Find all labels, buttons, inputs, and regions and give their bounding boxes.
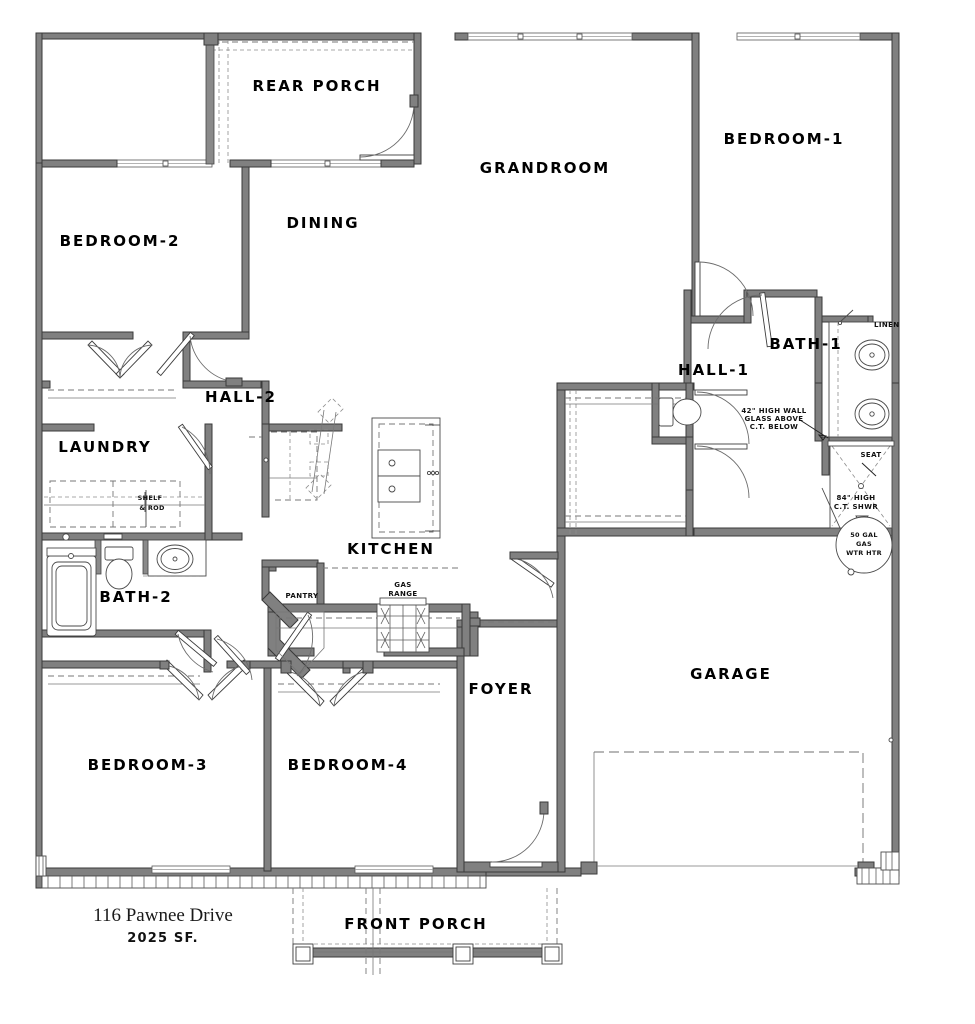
bath2-linen-markers <box>62 533 123 541</box>
title-block: 116 Pawnee Drive 2025 SF. <box>93 905 233 946</box>
fixture-tub-bath2 <box>46 547 97 637</box>
door-bedroom2 <box>156 331 243 387</box>
kitchen-island <box>371 417 441 539</box>
room-label-foyer: FOYER <box>468 680 533 698</box>
door-bath2 <box>174 629 218 673</box>
room-label-laundry: LAUNDRY <box>58 438 151 456</box>
door-garage-service <box>469 617 557 627</box>
garage-outline <box>580 737 900 885</box>
window-bedroom1-rear <box>736 32 861 41</box>
door-master-wc <box>694 389 750 445</box>
annotation-water-htr-line2: GAS <box>856 540 872 548</box>
room-label-hall-2: HALL-2 <box>205 388 277 406</box>
fixture-toilet-master <box>658 397 702 427</box>
fixture-water-heater <box>835 516 893 576</box>
front-walk <box>365 888 381 975</box>
annotation-shower-ht-line1: 84" HIGH <box>836 494 875 502</box>
laundry-appliances <box>44 480 205 528</box>
window-grandroom <box>467 32 633 41</box>
annotation-glass-wall-line1: 42" HIGH WALL <box>741 407 806 415</box>
dining-furniture <box>305 397 344 500</box>
door-rear-porch <box>359 94 419 161</box>
room-label-bedroom-4: BEDROOM-4 <box>288 756 409 774</box>
annotation-gas-range-line2: RANGE <box>388 590 417 598</box>
plan-area: 2025 SF. <box>127 931 199 946</box>
front-left-step <box>35 855 47 877</box>
front-porch-hatch <box>41 875 487 889</box>
door-grandroom-foyer <box>509 551 559 599</box>
fixture-vanity-master <box>828 321 893 438</box>
door-hall2-lower <box>213 634 253 681</box>
fixture-toilet-bath2 <box>104 546 134 590</box>
annotation-shelf-rod-line2: & ROD <box>139 504 165 512</box>
door-master-closet <box>694 443 750 499</box>
room-label-bath-2: BATH-2 <box>99 588 172 606</box>
annotation-leaders <box>144 419 877 512</box>
annotation-shower-ht-line2: C.T. SHWR <box>834 503 878 511</box>
annotation-water-htr-line1: 50 GAL <box>850 531 878 539</box>
door-front-entry <box>489 801 549 868</box>
door-bedroom4 <box>280 660 374 707</box>
door-laundry <box>177 423 213 475</box>
front-porch-structure <box>35 855 563 975</box>
annotation-glass-wall-line2: GLASS ABOVE <box>745 415 804 423</box>
room-labels: REAR PORCH GRANDROOM BEDROOM-1 DINING BE… <box>58 77 845 933</box>
front-porch-posts <box>292 943 563 965</box>
window-bedroom4-front <box>354 865 434 874</box>
master-closet-shelving <box>565 390 686 536</box>
fixture-gas-range <box>376 597 430 653</box>
rear-porch-structure <box>203 32 419 168</box>
annotation-shelf-rod-line1: SHELF <box>138 494 163 502</box>
room-label-bedroom-1: BEDROOM-1 <box>724 130 845 148</box>
fixture-sink-bath2 <box>147 539 207 577</box>
room-label-garage: GARAGE <box>690 665 772 683</box>
room-label-hall-1: HALL-1 <box>678 361 750 379</box>
annotation-linen: LINEN <box>874 321 900 329</box>
doors <box>87 261 773 868</box>
annotation-pantry: PANTRY <box>285 592 319 600</box>
pantry-outline <box>275 611 325 675</box>
room-label-front-porch: FRONT PORCH <box>344 915 487 933</box>
room-label-dining: DINING <box>286 214 359 232</box>
door-linen-closet <box>837 309 854 326</box>
annotation-gas-range-line1: GAS <box>394 581 411 589</box>
room-label-bedroom-3: BEDROOM-3 <box>88 756 209 774</box>
annotations: LINEN 42" HIGH WALL GLASS ABOVE C.T. BEL… <box>138 321 900 600</box>
fixture-shower-master <box>821 440 895 529</box>
room-label-grandroom: GRANDROOM <box>480 159 610 177</box>
door-bedroom1 <box>694 261 754 317</box>
window-bedroom3-front <box>151 865 231 874</box>
door-bath1 <box>707 292 773 350</box>
door-bedroom2-closet <box>87 340 153 379</box>
plan-address: 116 Pawnee Drive <box>93 905 233 926</box>
room-label-kitchen: KITCHEN <box>347 540 435 558</box>
annotation-glass-wall-line3: C.T. BELOW <box>750 423 799 431</box>
closet-shelves <box>41 380 440 693</box>
room-label-bath-1: BATH-1 <box>769 335 842 353</box>
window-bedroom2-rear <box>116 159 213 168</box>
room-label-rear-porch: REAR PORCH <box>252 77 381 95</box>
garage-step-hatch <box>856 851 900 885</box>
annotation-water-htr-line3: WTR HTR <box>846 549 882 557</box>
window-dining-rear <box>270 159 382 168</box>
annotation-seat: SEAT <box>860 451 881 459</box>
room-label-bedroom-2: BEDROOM-2 <box>60 232 181 250</box>
door-pantry <box>274 611 314 677</box>
